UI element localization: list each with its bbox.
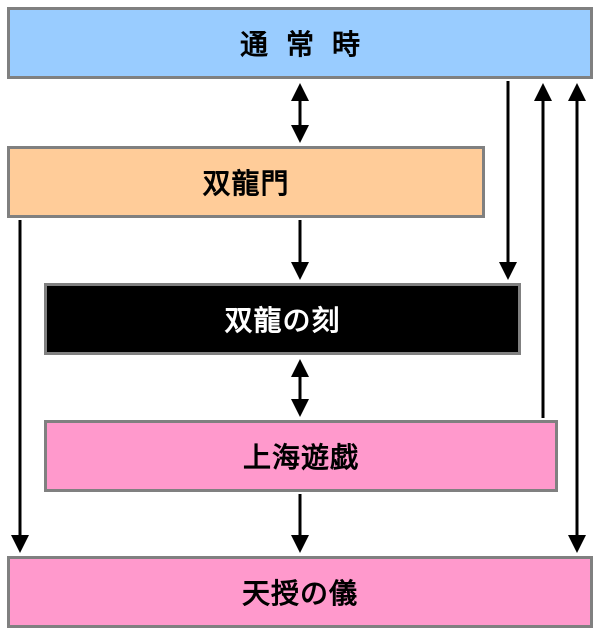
state-tenju-label: 天授の儀 (241, 577, 358, 610)
state-shanghai-label: 上海遊戯 (242, 441, 359, 474)
state-soryumon-box: 双龍門 (7, 146, 485, 218)
state-shanghai-box: 上海遊戯 (44, 420, 558, 492)
state-soryu-koku-box: 双龍の刻 (44, 283, 521, 355)
state-normal-label: 通常時 (239, 28, 378, 61)
state-soryumon-label: 双龍門 (202, 167, 290, 200)
state-normal-box: 通常時 (7, 7, 593, 79)
state-soryu-koku-label: 双龍の刻 (224, 304, 341, 337)
state-tenju-box: 天授の儀 (7, 556, 593, 628)
